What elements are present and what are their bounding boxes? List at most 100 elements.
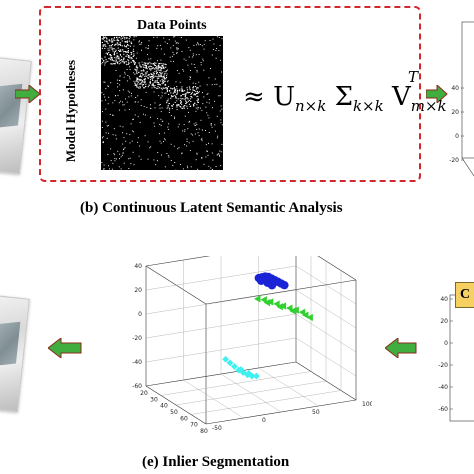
matrix-cell bbox=[158, 66, 160, 68]
matrix-cell bbox=[202, 58, 204, 60]
matrix-cell bbox=[152, 84, 154, 86]
matrix-cell bbox=[145, 67, 147, 69]
matrix-cell bbox=[138, 62, 140, 64]
matrix-cell bbox=[198, 135, 200, 137]
matrix-cell bbox=[192, 134, 193, 136]
matrix-cell bbox=[198, 44, 200, 46]
matrix-cell bbox=[104, 56, 106, 58]
matrix-cell bbox=[160, 73, 162, 75]
matrix-cell bbox=[146, 62, 148, 64]
matrix-cell bbox=[161, 107, 163, 109]
matrix-cell bbox=[158, 77, 160, 79]
matrix-cell bbox=[112, 41, 114, 43]
matrix-cell bbox=[208, 99, 210, 101]
matrix-cell bbox=[119, 58, 121, 60]
scatter-point-series-1 bbox=[302, 311, 309, 319]
matrix-cell bbox=[102, 136, 104, 138]
matrix-cell bbox=[152, 82, 154, 84]
matrix-cell bbox=[110, 45, 112, 47]
matrix-cell bbox=[188, 103, 190, 105]
matrix-cell bbox=[131, 52, 133, 54]
matrix-cell bbox=[171, 55, 173, 57]
matrix-cell bbox=[157, 45, 159, 47]
matrix-cell bbox=[152, 67, 154, 69]
matrix-cell bbox=[159, 123, 161, 125]
matrix-cell bbox=[160, 75, 162, 77]
matrix-cell bbox=[136, 78, 138, 79]
matrix-cell bbox=[191, 93, 193, 95]
matrix-cell bbox=[104, 81, 106, 83]
matrix-cell bbox=[144, 80, 146, 82]
matrix-cell bbox=[133, 55, 135, 57]
matrix-cell bbox=[134, 114, 136, 116]
matrix-cell bbox=[148, 74, 151, 76]
matrix-cell bbox=[150, 65, 152, 67]
matrix-cell bbox=[139, 74, 141, 76]
matrix-cell bbox=[111, 168, 113, 170]
matrix-cell bbox=[219, 110, 221, 112]
matrix-cell bbox=[151, 76, 153, 77]
matrix-cell bbox=[201, 157, 203, 158]
matrix-cell bbox=[113, 153, 115, 155]
matrix-cell bbox=[138, 71, 140, 73]
matrix-cell bbox=[208, 142, 209, 144]
matrix-cell bbox=[159, 140, 161, 142]
matrix-cell bbox=[154, 85, 156, 86]
matrix-cell bbox=[203, 69, 205, 71]
matrix-cell bbox=[145, 65, 147, 67]
matrix-cell bbox=[188, 56, 190, 58]
matrix-cell bbox=[179, 106, 181, 108]
matrix-cell bbox=[184, 90, 186, 92]
matrix-cell bbox=[126, 41, 128, 43]
matrix-cell bbox=[140, 99, 142, 101]
matrix-cell bbox=[210, 68, 211, 69]
matrix-cell bbox=[170, 47, 172, 49]
x-tick-label: 20 bbox=[140, 390, 148, 397]
matrix-cell bbox=[101, 63, 103, 65]
matrix-cell bbox=[185, 102, 187, 104]
matrix-cell bbox=[143, 87, 145, 89]
matrix-cell bbox=[129, 157, 131, 159]
matrix-cell bbox=[197, 98, 199, 100]
matrix-cell bbox=[169, 109, 171, 111]
matrix-cell bbox=[197, 99, 199, 101]
matrix-cell bbox=[107, 85, 109, 87]
scatter-point-series-1 bbox=[298, 308, 306, 316]
matrix-cell bbox=[219, 155, 221, 157]
matrix-cell bbox=[195, 86, 197, 88]
matrix-cell bbox=[128, 62, 130, 64]
matrix-cell bbox=[113, 54, 115, 56]
matrix-cell bbox=[176, 52, 177, 54]
matrix-cell bbox=[104, 62, 106, 64]
matrix-cell bbox=[139, 145, 141, 147]
matrix-cell bbox=[159, 80, 161, 82]
matrix-cell bbox=[160, 142, 162, 144]
matrix-cell bbox=[196, 96, 198, 98]
u-matrix: U bbox=[273, 82, 295, 112]
matrix-cell bbox=[200, 138, 202, 140]
matrix-cell bbox=[172, 88, 174, 90]
scatter-point-series-1 bbox=[286, 304, 293, 312]
matrix-cell bbox=[160, 59, 162, 61]
matrix-cell bbox=[164, 78, 166, 80]
matrix-cell bbox=[114, 154, 116, 156]
matrix-cell bbox=[112, 162, 114, 164]
matrix-cell bbox=[176, 49, 178, 51]
matrix-cell bbox=[216, 137, 218, 139]
matrix-cell bbox=[109, 59, 111, 61]
matrix-cell bbox=[127, 55, 130, 56]
y-tick-label: -50 bbox=[212, 425, 222, 432]
matrix-cell bbox=[142, 64, 144, 66]
matrix-cell bbox=[189, 100, 191, 101]
matrix-cell bbox=[147, 48, 149, 50]
matrix-cell bbox=[177, 98, 179, 100]
matrix-cell bbox=[205, 144, 207, 146]
x-tick-label: 80 bbox=[200, 428, 208, 435]
matrix-cell bbox=[200, 62, 202, 63]
matrix-cell bbox=[121, 154, 123, 156]
matrix-cell bbox=[113, 51, 115, 53]
matrix-cell bbox=[119, 53, 121, 55]
matrix-cell bbox=[104, 40, 106, 42]
matrix-cell bbox=[201, 140, 203, 142]
